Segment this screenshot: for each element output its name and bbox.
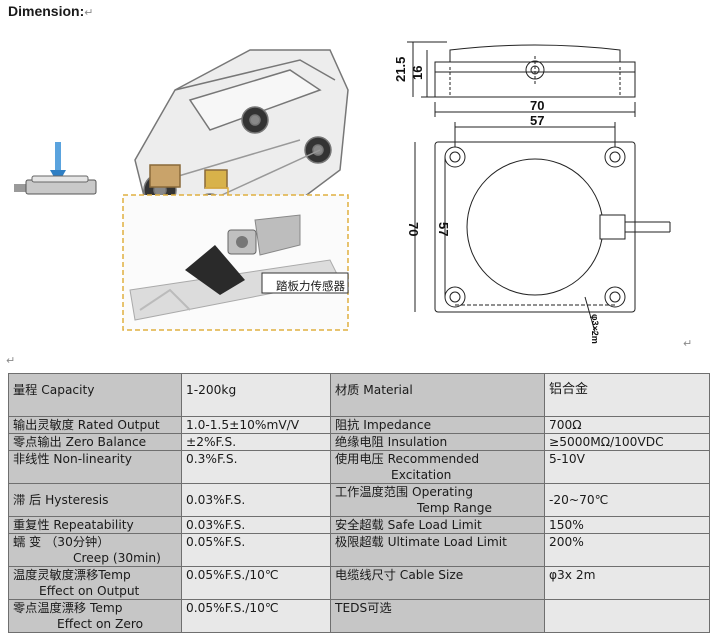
spec-value: 0.03%F.S.	[181, 516, 331, 534]
spec-label: 蠕 变 （30分钟）Creep (30min)	[8, 533, 182, 567]
top-view-body	[434, 141, 636, 313]
spec-value: ±2%F.S.	[181, 433, 331, 451]
table-row: 量程 Capacity 1-200kg 材质 Material 铝合金	[8, 373, 710, 417]
spec-value: 0.05%F.S./10℃	[181, 599, 331, 633]
spec-label: 输出灵敏度 Rated Output	[8, 416, 182, 434]
spec-value: 0.05%F.S./10℃	[181, 566, 331, 600]
dim-70-top: 70	[530, 98, 544, 113]
spec-value: 0.03%F.S.	[181, 483, 331, 517]
spec-value: 1.0-1.5±10%mV/V	[181, 416, 331, 434]
spec-value: 铝合金	[544, 373, 710, 417]
spec-value: 5-10V	[544, 450, 710, 484]
dim-57-side: 57	[436, 222, 451, 236]
dimension-drawing: 21.5 16 70 57 70 57 φ3×2m	[393, 41, 671, 344]
spec-label: 量程 Capacity	[8, 373, 182, 417]
dim-21-5: 21.5	[393, 57, 408, 82]
dim-70-side: 70	[406, 222, 421, 236]
spec-label: 零点输出 Zero Balance	[8, 433, 182, 451]
dim-57-top: 57	[530, 113, 544, 128]
spec-value: 0.05%F.S.	[181, 533, 331, 567]
sensor-thumbnail	[14, 175, 97, 195]
spec-label: 滞 后 Hysteresis	[8, 483, 182, 517]
spec-value: 1-200kg	[181, 373, 331, 417]
spec-label: 电缆线尺寸 Cable Size	[330, 566, 545, 600]
spec-label: 材质 Material	[330, 373, 545, 417]
table-row: 重复性 Repeatability 0.03%F.S. 安全超载 Safe Lo…	[8, 516, 710, 534]
dim-16: 16	[410, 66, 425, 80]
table-row: 输出灵敏度 Rated Output 1.0-1.5±10%mV/V 阻抗 Im…	[8, 416, 710, 434]
spec-label: 绝缘电阻 Insulation	[330, 433, 545, 451]
spec-value: 700Ω	[544, 416, 710, 434]
spec-label: 极限超载 Ultimate Load Limit	[330, 533, 545, 567]
spec-label: TEDS可选	[330, 599, 545, 633]
sensor-label: 踏板力传感器	[276, 279, 345, 293]
page-title: Dimension:↵	[8, 3, 93, 19]
title-text: Dimension:	[8, 3, 85, 19]
return-mark: ↵	[683, 337, 693, 350]
spec-label: 阻抗 Impedance	[330, 416, 545, 434]
spec-value	[544, 599, 710, 633]
sensor-label-box	[261, 272, 349, 294]
spec-label: 重复性 Repeatability	[8, 516, 182, 534]
application-illustration	[14, 49, 349, 331]
spec-value: ≥5000MΩ/100VDC	[544, 433, 710, 451]
spec-value: 0.3%F.S.	[181, 450, 331, 484]
spec-value: φ3x 2m	[544, 566, 710, 600]
spec-value: 200%	[544, 533, 710, 567]
table-row: 滞 后 Hysteresis 0.03%F.S. 工作温度范围 Operatin…	[8, 483, 710, 517]
spec-value: -20~70℃	[544, 483, 710, 517]
return-mark: ↵	[6, 354, 16, 367]
table-row: 零点输出 Zero Balance ±2%F.S. 绝缘电阻 Insulatio…	[8, 433, 710, 451]
table-row: 蠕 变 （30分钟）Creep (30min) 0.05%F.S. 极限超载 U…	[8, 533, 710, 567]
table-row: 非线性 Non-linearity 0.3%F.S. 使用电压 Recommen…	[8, 450, 710, 484]
spec-label: 安全超载 Safe Load Limit	[330, 516, 545, 534]
spec-label: 非线性 Non-linearity	[8, 450, 182, 484]
return-mark: ↵	[84, 7, 94, 19]
spec-value: 150%	[544, 516, 710, 534]
dim-cable: φ3×2m	[590, 314, 600, 344]
spec-table: 量程 Capacity 1-200kg 材质 Material 铝合金 输出灵敏…	[8, 373, 710, 633]
